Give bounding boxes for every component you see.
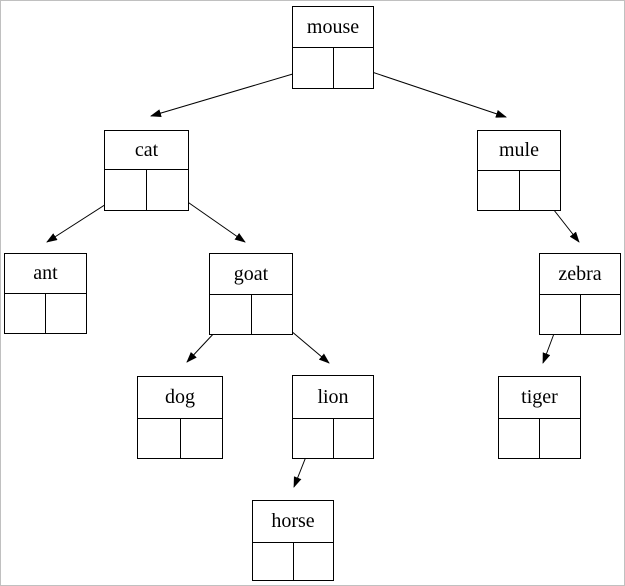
tree-node-zebra: zebra (539, 253, 621, 335)
node-pointer-cells (539, 294, 621, 335)
right-pointer-cell (181, 419, 223, 458)
left-pointer-cell (138, 419, 181, 458)
node-pointer-cells (498, 418, 581, 459)
right-pointer-cell (46, 294, 86, 333)
left-pointer-cell (105, 170, 147, 210)
edge-mouse-right-to-mule (353, 65, 507, 118)
tree-node-mule: mule (477, 130, 561, 211)
left-pointer-cell (253, 543, 294, 580)
right-pointer-cell (520, 171, 561, 210)
tree-node-mouse: mouse (292, 6, 374, 89)
node-label: mule (477, 130, 561, 170)
node-label: zebra (539, 253, 621, 294)
left-pointer-cell (478, 171, 520, 210)
node-label: horse (252, 500, 334, 542)
node-label: lion (292, 375, 374, 418)
right-pointer-cell (334, 419, 374, 458)
tree-node-horse: horse (252, 500, 334, 581)
tree-node-dog: dog (137, 376, 223, 459)
right-pointer-cell (334, 48, 374, 88)
left-pointer-cell (540, 295, 581, 334)
node-label: goat (209, 253, 293, 294)
node-pointer-cells (4, 293, 87, 334)
left-pointer-cell (210, 295, 252, 334)
right-pointer-cell (252, 295, 293, 334)
tree-node-cat: cat (104, 130, 189, 211)
node-label: tiger (498, 376, 581, 418)
right-pointer-cell (540, 419, 580, 458)
edge-mouse-left-to-cat (150, 67, 314, 117)
node-label: dog (137, 376, 223, 418)
right-pointer-cell (581, 295, 621, 334)
right-pointer-cell (294, 543, 334, 580)
node-pointer-cells (477, 170, 561, 211)
node-pointer-cells (209, 294, 293, 335)
tree-node-lion: lion (292, 375, 374, 459)
tree-node-goat: goat (209, 253, 293, 335)
left-pointer-cell (5, 294, 46, 333)
left-pointer-cell (499, 419, 540, 458)
node-pointer-cells (292, 418, 374, 459)
tree-node-ant: ant (4, 253, 87, 334)
left-pointer-cell (293, 48, 334, 88)
node-label: mouse (292, 6, 374, 47)
left-pointer-cell (293, 419, 334, 458)
node-pointer-cells (252, 542, 334, 581)
node-pointer-cells (104, 169, 189, 211)
node-label: ant (4, 253, 87, 293)
node-label: cat (104, 130, 189, 169)
node-pointer-cells (137, 418, 223, 459)
right-pointer-cell (147, 170, 188, 210)
tree-node-tiger: tiger (498, 376, 581, 459)
node-pointer-cells (292, 47, 374, 89)
